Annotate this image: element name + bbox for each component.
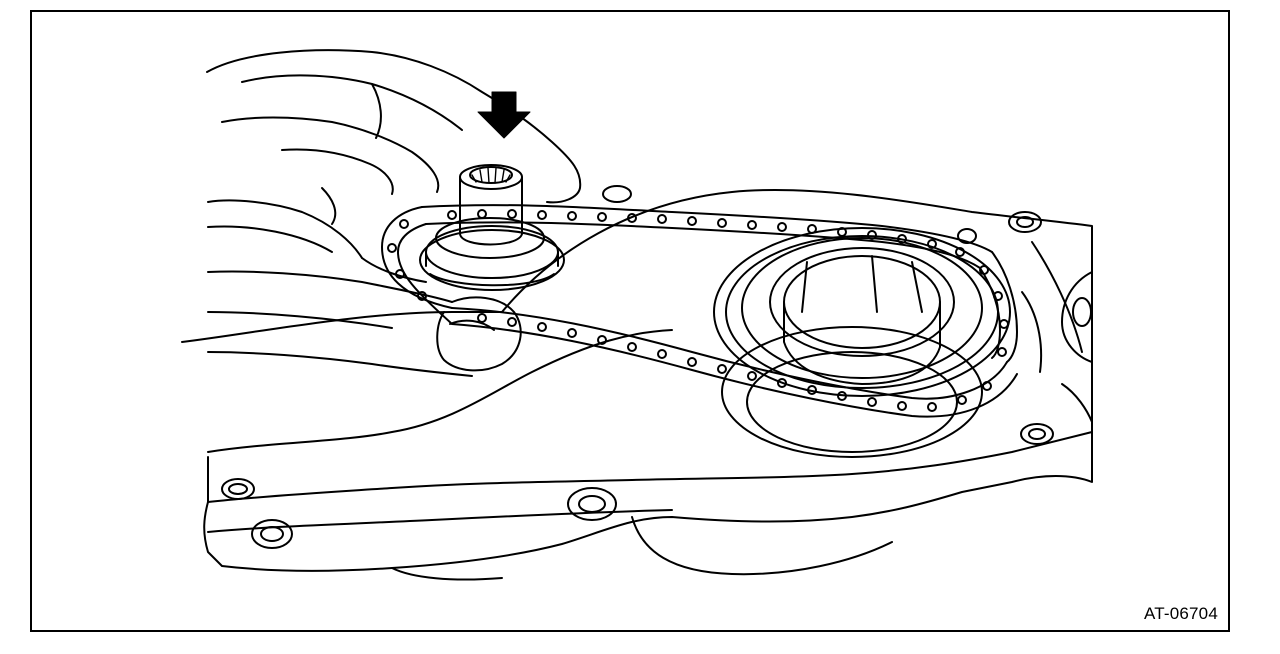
splined-shaft (459, 164, 523, 246)
figure-frame: AT-06704 (30, 10, 1230, 632)
figure-id-label: AT-06704 (1143, 604, 1218, 623)
chain-links-right (979, 265, 1009, 357)
hand (206, 49, 582, 377)
chain-links-upper (447, 209, 965, 257)
chain-links-lower (477, 313, 992, 412)
rear-drive-sprocket (713, 227, 1011, 458)
transfer-case-housing (181, 185, 1093, 581)
down-arrow-icon (477, 91, 531, 139)
front-drive-sprocket (419, 217, 565, 291)
technical-illustration (181, 49, 1093, 581)
drive-chain (381, 204, 1018, 418)
